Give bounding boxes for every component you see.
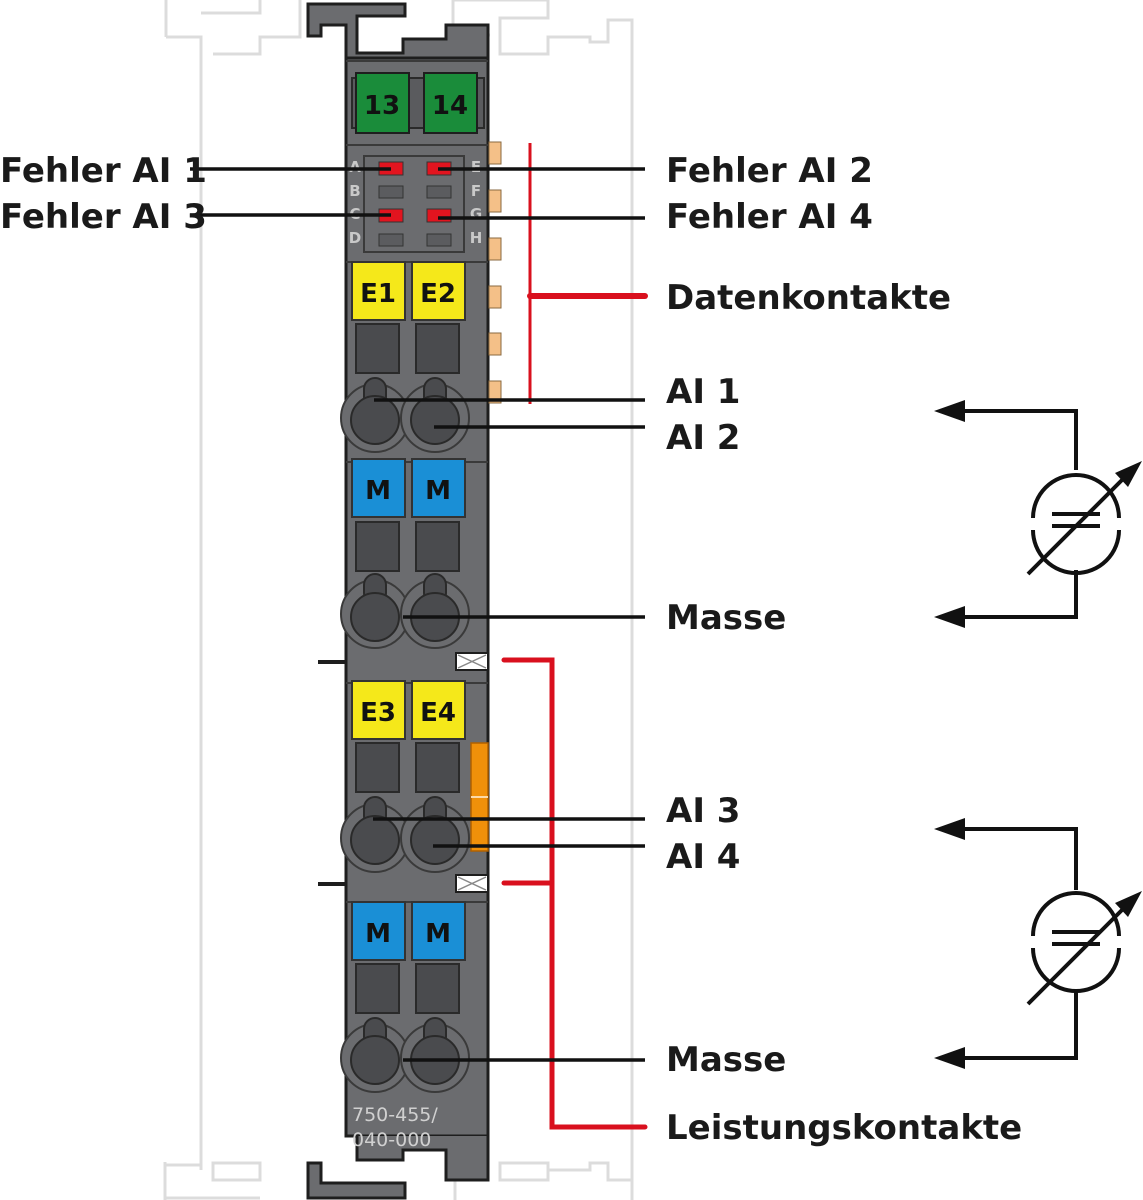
led-panel: A B C D E F G H	[349, 155, 483, 253]
power-contact-bottom	[318, 874, 489, 893]
marker-m-1: M	[351, 458, 406, 518]
svg-text:14: 14	[432, 91, 468, 121]
part-number-line2: 040-000	[352, 1129, 431, 1151]
svg-text:F: F	[471, 182, 481, 200]
led-f	[426, 185, 452, 199]
leader-lines	[190, 167, 645, 1062]
svg-text:E1: E1	[360, 279, 396, 309]
svg-text:13: 13	[364, 91, 400, 121]
led-d	[378, 233, 404, 247]
svg-text:A: A	[349, 158, 361, 176]
datenkontakte-bracket	[527, 143, 648, 404]
label-ai3: AI 3	[666, 791, 740, 831]
release-button-8[interactable]	[415, 963, 460, 1014]
leistungskontakte-bracket	[501, 657, 648, 1130]
svg-text:H: H	[470, 229, 483, 247]
release-button-2[interactable]	[415, 323, 460, 374]
label-masse-2: Masse	[666, 1040, 786, 1080]
svg-text:D: D	[349, 229, 361, 247]
svg-text:M: M	[425, 919, 451, 949]
part-number-line1: 750-455/	[352, 1104, 438, 1126]
label-ai1: AI 1	[666, 372, 740, 412]
led-h	[426, 233, 452, 247]
variable-source-icon-1	[934, 400, 1142, 628]
label-datenkontakte: Datenkontakte	[666, 278, 951, 318]
terminal-masse-1a[interactable]	[340, 573, 410, 649]
terminal-ai4[interactable]	[400, 796, 470, 873]
release-button-6[interactable]	[415, 742, 460, 793]
svg-text:E3: E3	[360, 698, 396, 728]
label-fehler-ai2: Fehler AI 2	[666, 151, 873, 191]
power-contact-top	[318, 652, 489, 671]
svg-text:E4: E4	[420, 698, 456, 728]
svg-text:E2: E2	[420, 279, 456, 309]
svg-text:E: E	[471, 158, 481, 176]
label-leistungskontakte: Leistungskontakte	[666, 1108, 1022, 1148]
label-masse-1: Masse	[666, 598, 786, 638]
marker-14: 14	[423, 72, 478, 134]
release-button-3[interactable]	[355, 521, 400, 572]
terminal-ai3[interactable]	[340, 796, 410, 873]
marker-13: 13	[355, 72, 410, 134]
label-ai4: AI 4	[666, 837, 740, 877]
marker-m-3: M	[351, 901, 406, 961]
svg-text:M: M	[365, 476, 391, 506]
label-fehler-ai3: Fehler AI 3	[0, 197, 207, 237]
svg-text:M: M	[425, 476, 451, 506]
marker-e1: E1	[351, 261, 406, 321]
terminal-masse-2a[interactable]	[340, 1017, 410, 1093]
neighbor-module-outline-left	[163, 0, 302, 1200]
release-button-5[interactable]	[355, 742, 400, 793]
led-b	[378, 185, 404, 199]
marker-m-2: M	[411, 458, 466, 518]
label-ai2: AI 2	[666, 418, 740, 458]
svg-text:G: G	[470, 205, 482, 223]
release-button-1[interactable]	[355, 323, 400, 374]
label-fehler-ai4: Fehler AI 4	[666, 197, 873, 237]
marker-e3: E3	[351, 680, 406, 740]
label-fehler-ai1: Fehler AI 1	[0, 151, 207, 191]
bottom-latch	[306, 1161, 407, 1200]
svg-text:B: B	[349, 182, 360, 200]
marker-m-4: M	[411, 901, 466, 961]
release-button-7[interactable]	[355, 963, 400, 1014]
variable-source-icon-2	[934, 818, 1142, 1069]
marker-e4: E4	[411, 680, 466, 740]
top-latch	[306, 2, 490, 62]
led-g	[426, 208, 452, 223]
marker-e2: E2	[411, 261, 466, 321]
release-button-4[interactable]	[415, 521, 460, 572]
data-contacts	[488, 141, 502, 404]
svg-text:M: M	[365, 919, 391, 949]
